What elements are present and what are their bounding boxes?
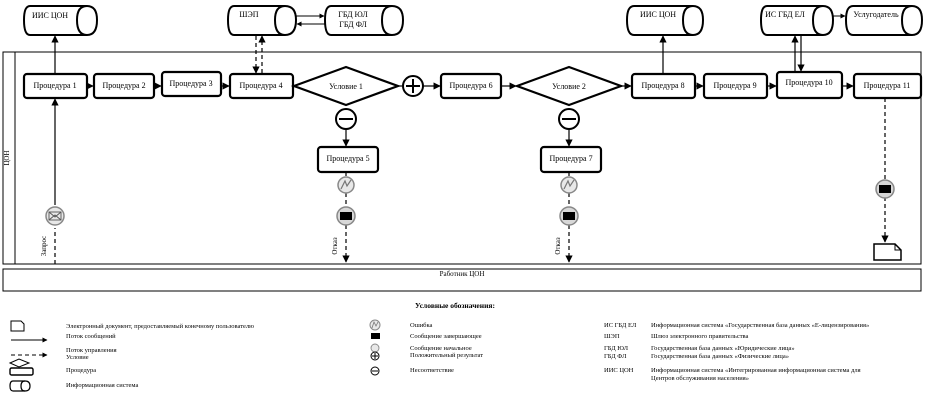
legend-condition-icon — [8, 358, 31, 368]
legend-document-icon — [10, 320, 25, 332]
info-system-label: ГБД ЮЛ — [338, 10, 368, 19]
info-system-shep: ШЭП — [226, 5, 298, 36]
legend-item-end-message: Сообщение завершающее — [410, 333, 482, 340]
info-system-iis-con-left: ИИС ЦОН — [22, 5, 99, 36]
procedure-label: Процедура 1 — [33, 81, 76, 90]
lane-label: ЦОН — [3, 150, 11, 165]
legend-item-document: Электронный документ, предоставляемый ко… — [66, 323, 254, 330]
procedure-9: Процедура 9 — [702, 72, 769, 100]
condition-2: Условие 2 — [513, 65, 625, 107]
control-flow — [51, 82, 854, 205]
mismatch-icon — [558, 108, 580, 130]
condition-label: Условие 1 — [329, 82, 363, 91]
info-system-is-gbd-el: ИС ГБД ЕЛ — [759, 5, 835, 36]
legend-abbr-desc: Информационная система «Государственная … — [651, 322, 869, 329]
procedure-label: Процедура 2 — [102, 81, 145, 90]
info-system-service-provider: Услугодатель — [844, 5, 924, 36]
condition-label: Условие 2 — [552, 82, 586, 91]
procedure-8: Процедура 8 — [630, 72, 697, 100]
legend-abbr-desc: Государственная база данных «Физические … — [651, 353, 789, 360]
procedure-label: Процедура 3 — [169, 79, 212, 88]
procedure-4: Процедура 4 — [228, 72, 295, 100]
con-lane — [2, 51, 922, 265]
procedure-1: Процедура 1 — [22, 72, 89, 100]
procedure-label: Процедура 4 — [239, 81, 282, 90]
legend-mismatch-icon — [370, 366, 380, 376]
error-icon — [337, 176, 355, 194]
legend-abbr-desc: Государственная база данных «Юридические… — [651, 345, 795, 352]
procedure-label: Процедура 5 — [326, 154, 369, 163]
legend-item-procedure: Процедура — [66, 367, 96, 374]
legend-info-system-icon — [9, 380, 31, 392]
procedure-5: Процедура 5 — [316, 145, 380, 174]
legend-title: Условные обозначения: — [415, 301, 495, 310]
legend-item-message-flow: Поток сообщений — [66, 333, 116, 340]
mismatch-icon — [335, 108, 357, 130]
info-system-gbd: ГБД ЮЛ ГБД ФЛ — [323, 5, 405, 36]
electronic-document-icon — [873, 243, 902, 261]
procedure-label: Процедура 8 — [641, 81, 684, 90]
legend-abbr: ГБД ФЛ — [604, 353, 627, 360]
procedure-label: Процедура 9 — [713, 81, 756, 90]
legend-abbr: ИС ГБД ЕЛ — [604, 322, 637, 329]
request-label: Запрос — [40, 236, 48, 257]
legend-item-error: Ошибка — [410, 322, 433, 329]
end-message-icon — [336, 206, 356, 226]
info-system-label: Услугодатель — [853, 10, 899, 19]
info-system-label: ИИС ЦОН — [640, 10, 676, 19]
legend-procedure-icon — [9, 367, 34, 376]
info-system-label: ИС ГБД ЕЛ — [765, 10, 805, 19]
legend-positive-result-icon — [370, 351, 380, 361]
refusal-label: Отказ — [554, 237, 562, 255]
legend-item-mismatch: Несоответствие — [410, 367, 454, 374]
legend-item-info-system: Информационная система — [66, 382, 138, 389]
refusal-label: Отказ — [331, 237, 339, 255]
legend-abbr: ИИС ЦОН — [604, 367, 634, 374]
start-message-icon — [45, 206, 65, 226]
legend-error-icon — [369, 319, 381, 331]
procedure-2: Процедура 2 — [92, 72, 156, 100]
info-system-label: ШЭП — [239, 10, 258, 19]
procedure-10: Процедура 10 — [775, 70, 844, 100]
legend-end-message-icon — [371, 333, 380, 339]
legend-abbr: ШЭП — [604, 333, 620, 340]
legend-abbr: ГБД ЮЛ — [604, 345, 629, 352]
condition-1: Условие 1 — [290, 65, 402, 107]
end-message-icon — [875, 179, 895, 199]
legend-abbr-desc: Шлюз электронного правительства — [651, 333, 749, 340]
legend-item-control-flow: Поток управления — [66, 347, 117, 354]
procedure-label: Процедура 10 — [785, 78, 832, 87]
legend-item-start-message: Сообщение начальное — [410, 345, 472, 352]
message-flow — [51, 35, 805, 74]
legend-item-condition: Условие — [66, 354, 89, 361]
procedure-3: Процедура 3 — [160, 70, 223, 98]
procedure-6: Процедура 6 — [439, 72, 503, 100]
worker-lane-label: Работник ЦОН — [440, 270, 485, 278]
worker-lane — [2, 268, 922, 292]
procedure-label: Процедура 11 — [864, 81, 911, 90]
legend-abbr-desc: Информационная система «Интегрированная … — [651, 367, 861, 374]
legend-item-positive-result: Положительный результат — [410, 352, 483, 359]
legend-abbr-desc: Центров обслуживания населения» — [651, 375, 749, 382]
positive-result-icon — [402, 75, 424, 97]
info-system-label: ГБД ФЛ — [339, 20, 367, 29]
procedure-11: Процедура 11 — [852, 72, 923, 100]
error-icon — [560, 176, 578, 194]
info-system-iis-con-right: ИИС ЦОН — [625, 5, 705, 36]
info-system-label: ИИС ЦОН — [32, 11, 68, 20]
procedure-7: Процедура 7 — [539, 145, 603, 174]
procedure-label: Процедура 7 — [549, 154, 592, 163]
end-message-icon — [559, 206, 579, 226]
legend-start-message-icon — [370, 343, 380, 353]
dashed-message-flow — [54, 35, 889, 264]
procedure-label: Процедура 6 — [449, 81, 492, 90]
